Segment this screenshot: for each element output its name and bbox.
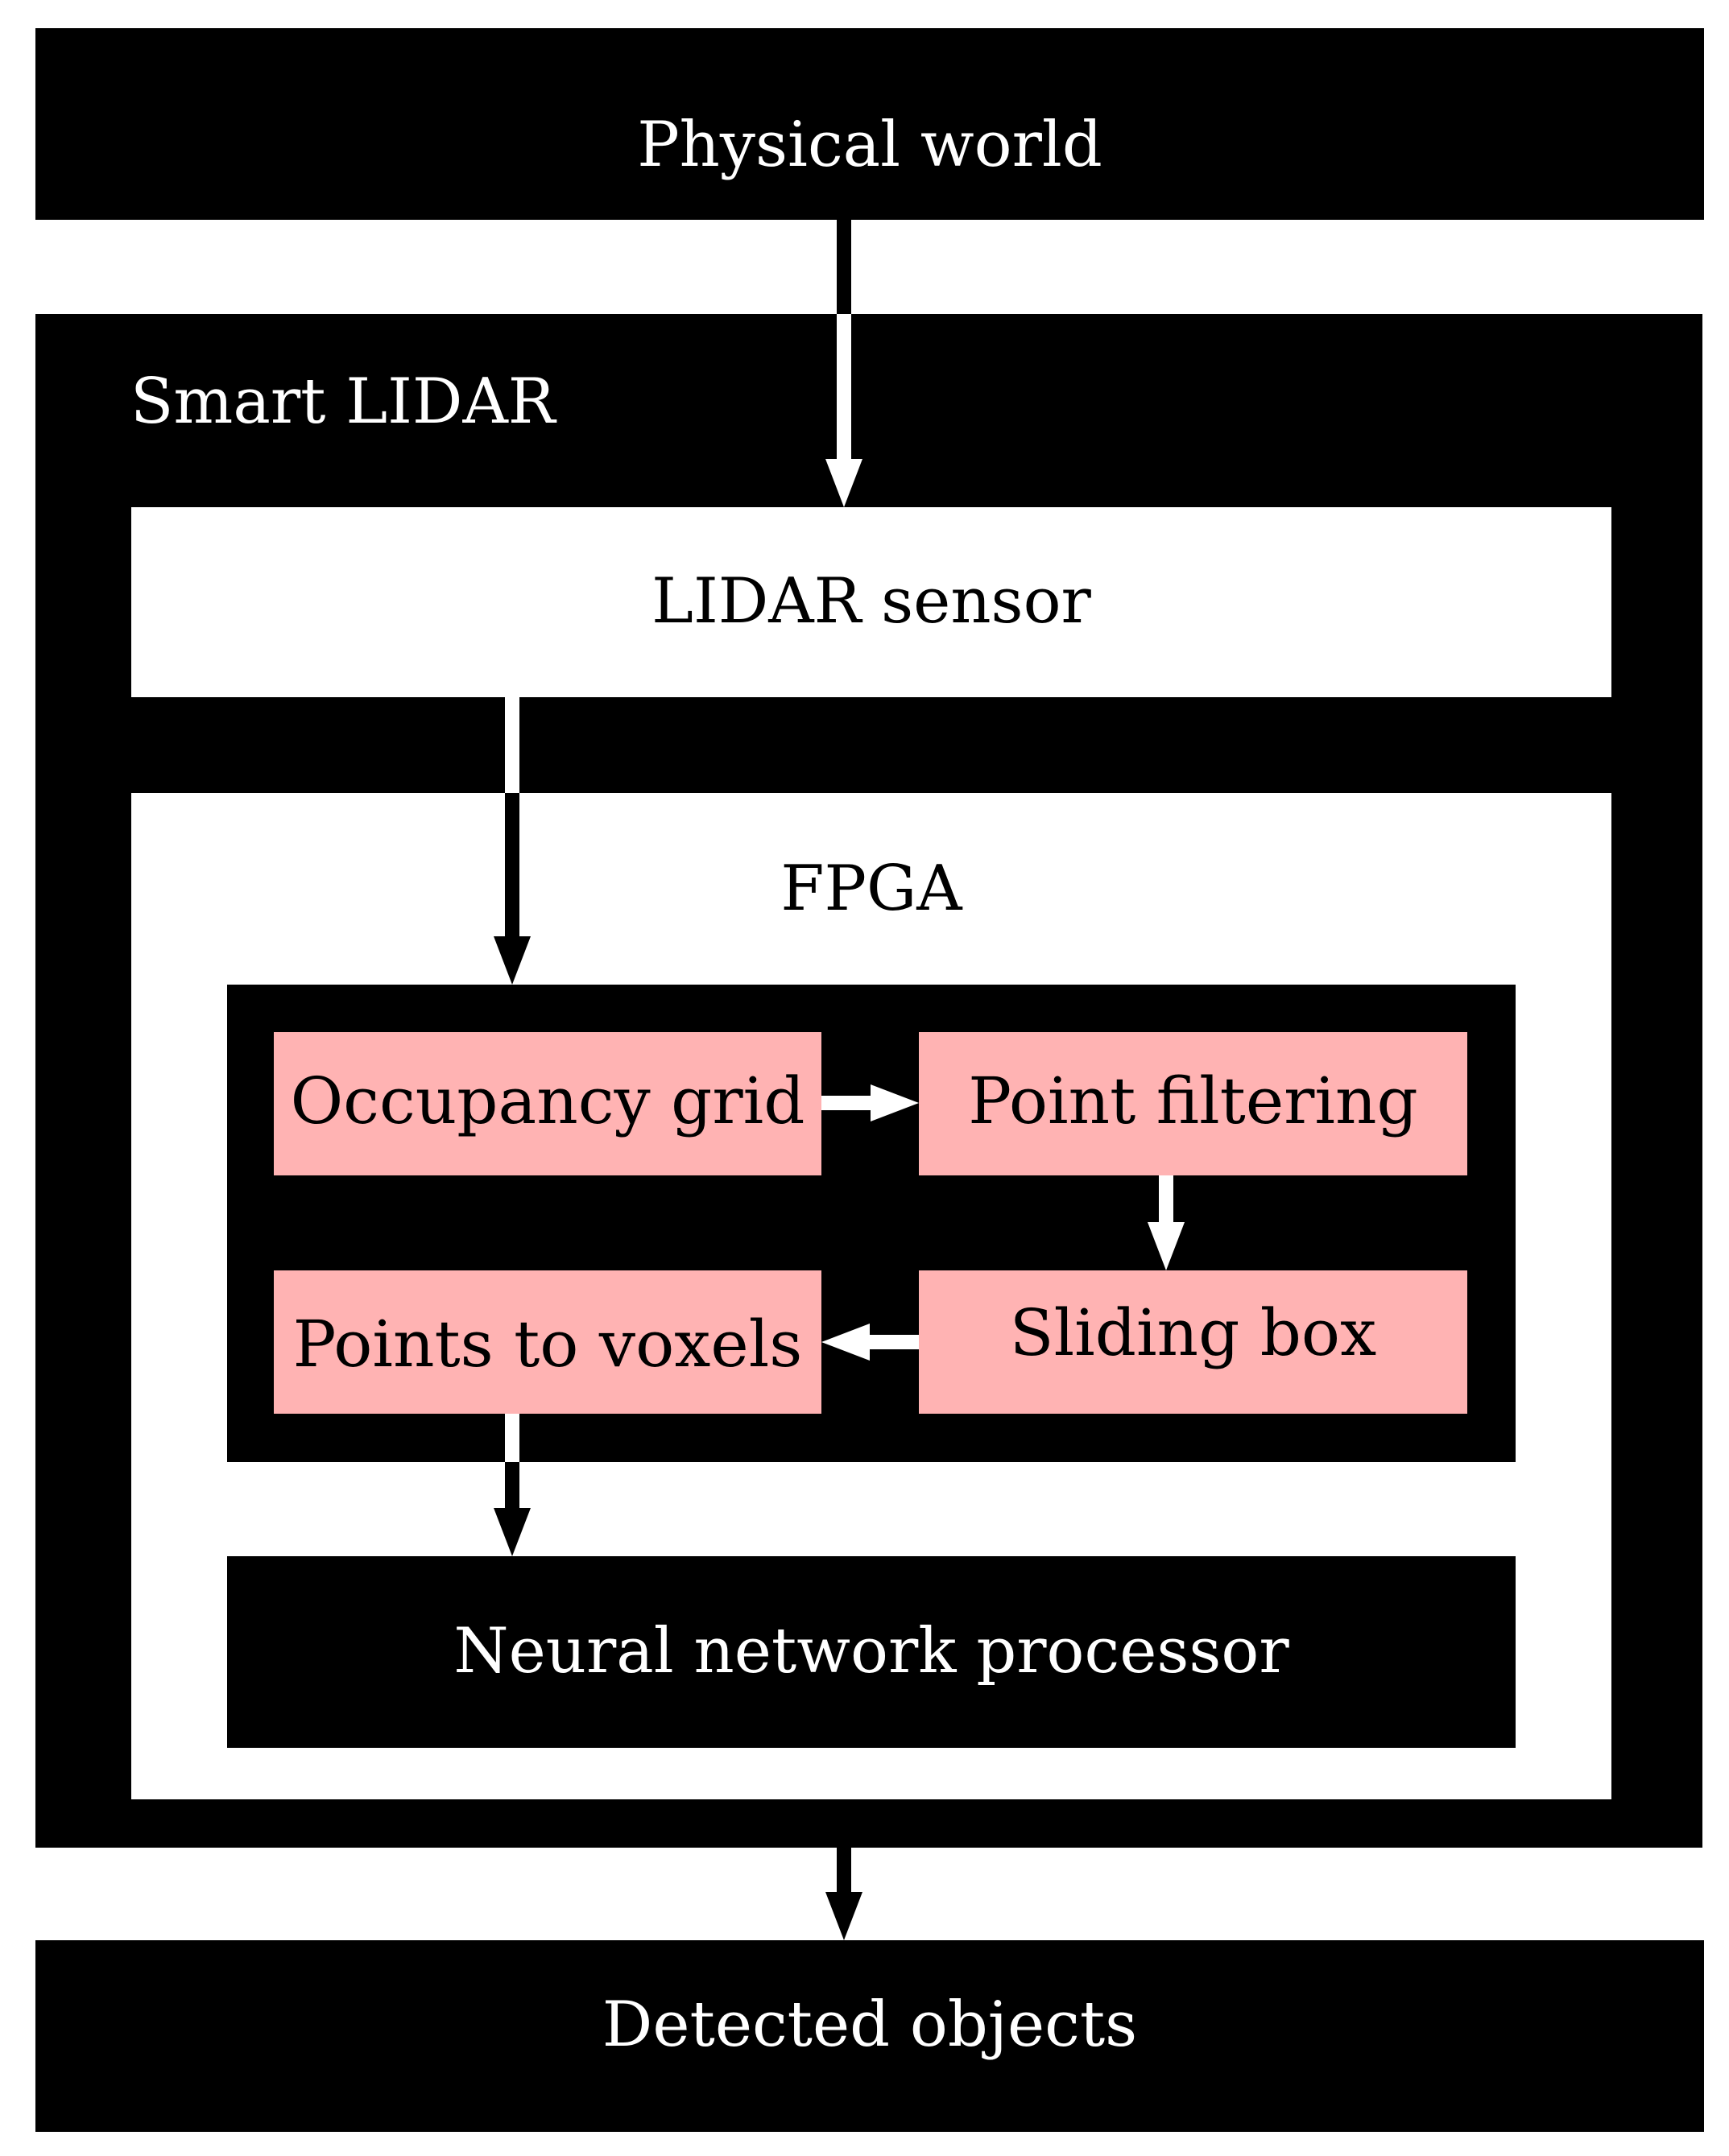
points-to-voxels-label: Points to voxels (292, 1307, 803, 1382)
sliding-box-label: Sliding box (1009, 1295, 1377, 1370)
occupancy-grid-label: Occupancy grid (290, 1064, 805, 1138)
physical-world-block: Physical world (35, 28, 1704, 220)
point-filtering-label: Point filtering (968, 1064, 1418, 1138)
lidar-sensor-label: LIDAR sensor (651, 565, 1091, 638)
detected-objects-block: Detected objects (35, 1940, 1704, 2132)
smart-lidar-label: Smart LIDAR (130, 366, 556, 438)
lidar-sensor-block: LIDAR sensor (131, 507, 1611, 697)
fpga-label: FPGA (780, 853, 962, 925)
physical-world-label: Physical world (637, 109, 1102, 181)
points-to-voxels-block: Points to voxels (274, 1270, 821, 1414)
point-filtering-block: Point filtering (919, 1032, 1467, 1175)
occupancy-grid-block: Occupancy grid (274, 1032, 821, 1175)
sliding-box-block: Sliding box (919, 1270, 1467, 1414)
detected-objects-label: Detected objects (602, 1989, 1138, 2061)
neural-network-processor-block: Neural network processor (227, 1556, 1516, 1748)
neural-network-processor-label: Neural network processor (453, 1615, 1289, 1687)
